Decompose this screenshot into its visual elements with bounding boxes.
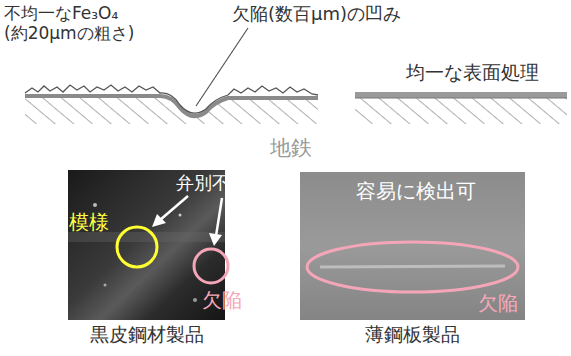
- pattern-circle: 模様: [115, 225, 159, 269]
- defect-ellipse: 欠陥: [305, 240, 520, 294]
- annotation-label: 弁別不可: [176, 173, 248, 194]
- annotation-label: 地鉄: [270, 136, 312, 160]
- annotation-label: 均一な表面処理: [406, 62, 539, 84]
- panel-caption: 黒皮鋼材製品: [68, 324, 225, 346]
- marker-label: 欠陥: [478, 292, 518, 315]
- photo-panel: 黒皮鋼材製品模様欠陥: [68, 170, 225, 320]
- panel-caption: 薄鋼板製品: [300, 324, 525, 346]
- outline-shape: [192, 247, 230, 285]
- annotation-label: 欠陥(数百μm)の凹み: [232, 4, 401, 25]
- outline-shape: [115, 225, 159, 269]
- defect-circle: 欠陥: [192, 247, 230, 285]
- marker-label: 欠陥: [202, 289, 242, 312]
- outline-shape: [305, 240, 520, 294]
- photo-panel: 薄鋼板製品欠陥: [300, 172, 525, 320]
- marker-label: 模様: [69, 211, 109, 234]
- annotation-label: 不均一なFe₃O₄ (約20μmの粗さ): [4, 4, 136, 43]
- annotation-label: 容易に検出可: [356, 180, 476, 203]
